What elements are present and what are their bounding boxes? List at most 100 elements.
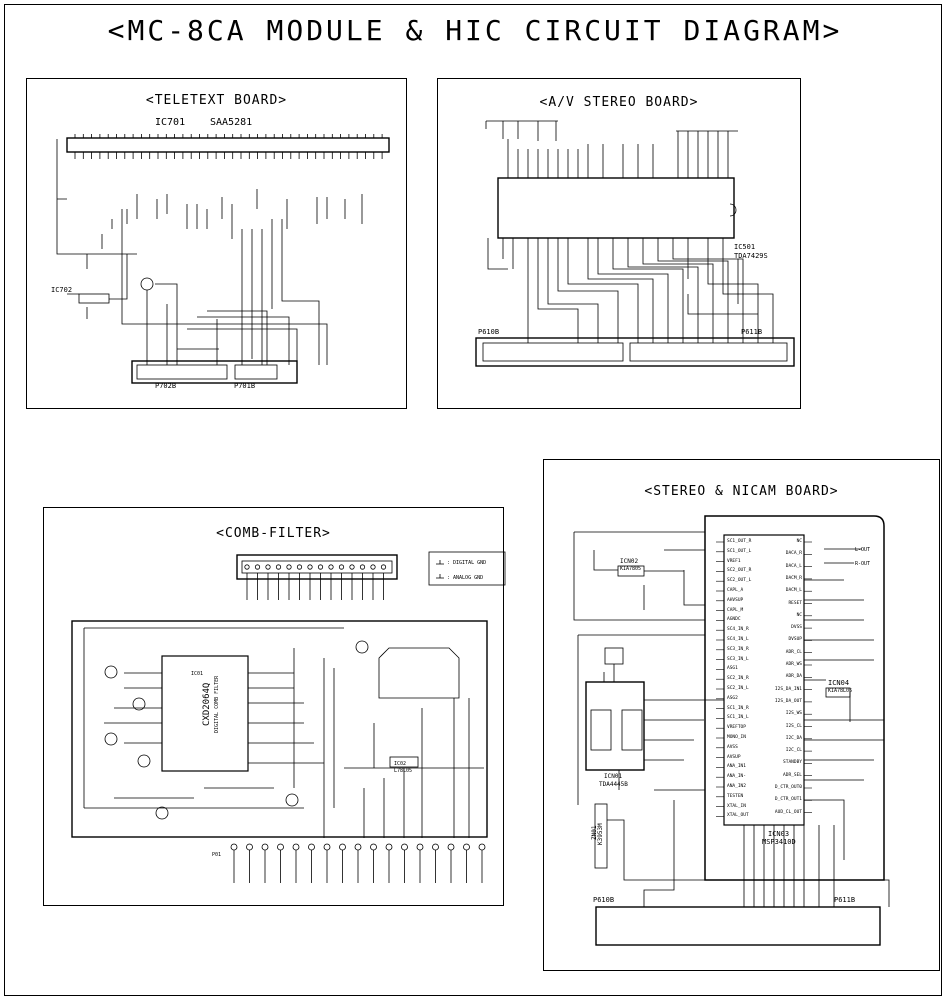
teletext-chip-label: SAA5281 [210,117,253,128]
av-conn-left-label: P610B [478,328,500,336]
comb-conn-label: P01 [212,852,222,858]
p01-pin [416,843,424,851]
connector-pin [317,564,324,570]
p01-pin [308,843,315,851]
av-ic-label: IC501 [734,243,756,251]
msp-pin-label: DACM_R [785,575,802,581]
msp-pin-label: ANA_IN1 [727,764,746,770]
msp-pin-label: D_CTR_OUT0 [774,785,802,790]
connector-pin [328,564,334,570]
msp-pin-label: I2S_DA_IN1 [774,686,802,692]
msp-pin-label: AHVSUP [727,597,744,603]
msp-pin-label: SC1_OUT_L [727,548,752,554]
msp-pin-label: ADR_SEL [783,772,802,778]
msp-pin-label: SC2_OUT_L [727,578,752,584]
connector-pin [244,564,250,570]
msp-pin-label: AUD_CL_OUT [774,809,802,815]
nicam-ic1-label: ICN01 [604,773,623,780]
p01-pin [230,843,238,851]
connector-pin [286,564,292,570]
msp-pin-label: I2S_WS [785,711,802,717]
stereo-nicam-board: <STEREO & NICAM BOARD> ICN02 KIA7805 ICN… [543,459,940,971]
msp-pin-label: ASG2 [727,695,738,701]
msp-pin-label: XTAL_OUT [727,813,749,819]
connector-pin [307,564,313,570]
msp-pin-label: SC4_IN_R [727,627,749,633]
msp-pin-label: ASG1 [727,666,738,672]
msp-pin-label: SC2_IN_L [727,686,749,691]
av-chip-label: TDA7429S [734,252,768,260]
msp-pin-label: CAPL_A [727,588,744,593]
connector-pin [370,564,376,570]
msp-pin-label: SC3_IN_L [727,656,749,662]
msp-pin-label: MONO_IN [727,735,746,740]
msp-pin-label: ADR_DA [785,674,802,680]
teletext-board-title: <TELETEXT BOARD> [145,93,288,108]
msp-pin-label: DVSUP [788,637,802,643]
p01-pin [370,843,377,851]
msp-pin-label: AVSS [727,744,738,750]
p01-pin [277,843,284,851]
p01-pin [463,843,470,851]
connector-pin [265,564,271,570]
teletext-ic2-label: IC702 [51,286,73,294]
connector-pin [380,564,387,570]
nicam-ic2-label: ICN02 [620,558,639,565]
msp-pin-label: DACA_R [785,551,802,557]
connector-pin [296,564,303,570]
msp-pin-label: SC2_OUT_R [727,568,752,574]
msp-pin-label: SC2_IN_R [727,676,749,682]
comb-ic2-label: IC02 [394,761,407,767]
teletext-schematic [56,134,390,384]
nicam-conn-left-label: P610B [593,896,615,904]
page-title: <MC-8CA MODULE & HIC CIRCUIT DIAGRAM> [107,14,843,47]
nicam-left-out: L-OUT [855,547,871,553]
msp-pin-label: D_CTR_OUT1 [774,797,802,803]
msp-pin-label: DACM_L [785,588,802,594]
msp-pin-label: DVSS [791,625,802,631]
comb-filter-title: <COMB-FILTER> [216,526,331,541]
msp-pin-label: VREF1 [727,558,741,564]
msp-pin-label: ADR_CL [785,649,802,655]
msp-pin-label: XTAL_IN [727,803,746,809]
msp-pin-label: AGNDC [727,617,741,623]
stereo-nicam-title: <STEREO & NICAM BOARD> [644,484,839,499]
p01-pin [478,843,486,851]
msp-pin-label: NC [796,539,802,544]
msp-pin-label: I2S_CL [785,723,802,729]
msp-pin-label: RESET [788,600,802,606]
av-conn-right-label: P611B [741,328,763,336]
teletext-ic-label: IC701 [155,117,186,128]
msp-pin-label: VREFTOP [727,725,746,731]
nicam-right-out: R-OUT [855,561,871,567]
connector-pin [275,564,282,570]
stereo-nicam-schematic [573,515,890,946]
msp-pin-label: ANA_IN2 [727,784,746,789]
comb-ic2-chip-label: L78L05 [394,768,413,774]
p01-pin [323,843,331,851]
comb-filter-board: <COMB-FILTER> : DIGITAL GND : ANALOG GND… [43,507,506,906]
p01-pin [354,843,362,851]
teletext-board: <TELETEXT BOARD> IC701 SAA5281 IC702 P70… [26,78,407,409]
p01-pin [339,843,346,851]
av-stereo-board: <A/V STEREO BOARD> IC501 TDA7429S P610B … [437,78,801,409]
msp-pin-label: TESTEN [727,793,744,799]
nicam-ic4-chip: KIA78L05 [828,688,853,694]
comb-legend-analog: : ANALOG GND [447,575,484,581]
msp-pin-label: SC1_IN_R [727,705,749,711]
msp-pin-label: STANDBY [783,760,802,766]
p01-pin [292,843,300,851]
p01-pin [261,843,269,851]
msp-pin-label: NC [796,612,802,618]
nicam-conn-right-label: P611B [834,896,856,904]
msp-pin-label: SC3_IN_R [727,646,749,652]
comb-legend-digital: : DIGITAL GND [447,560,487,566]
msp-pin-label: DACA_L [785,563,802,569]
msp-pin-label: SC4_IN_L [727,637,749,642]
msp-pin-label: CAPL_M [727,607,744,613]
comb-filter-schematic [71,551,506,883]
p01-pin [246,843,253,851]
av-stereo-board-title: <A/V STEREO BOARD> [539,95,699,110]
connector-pin [254,564,261,570]
msp-pin-label: ANA_IN- [727,774,746,780]
